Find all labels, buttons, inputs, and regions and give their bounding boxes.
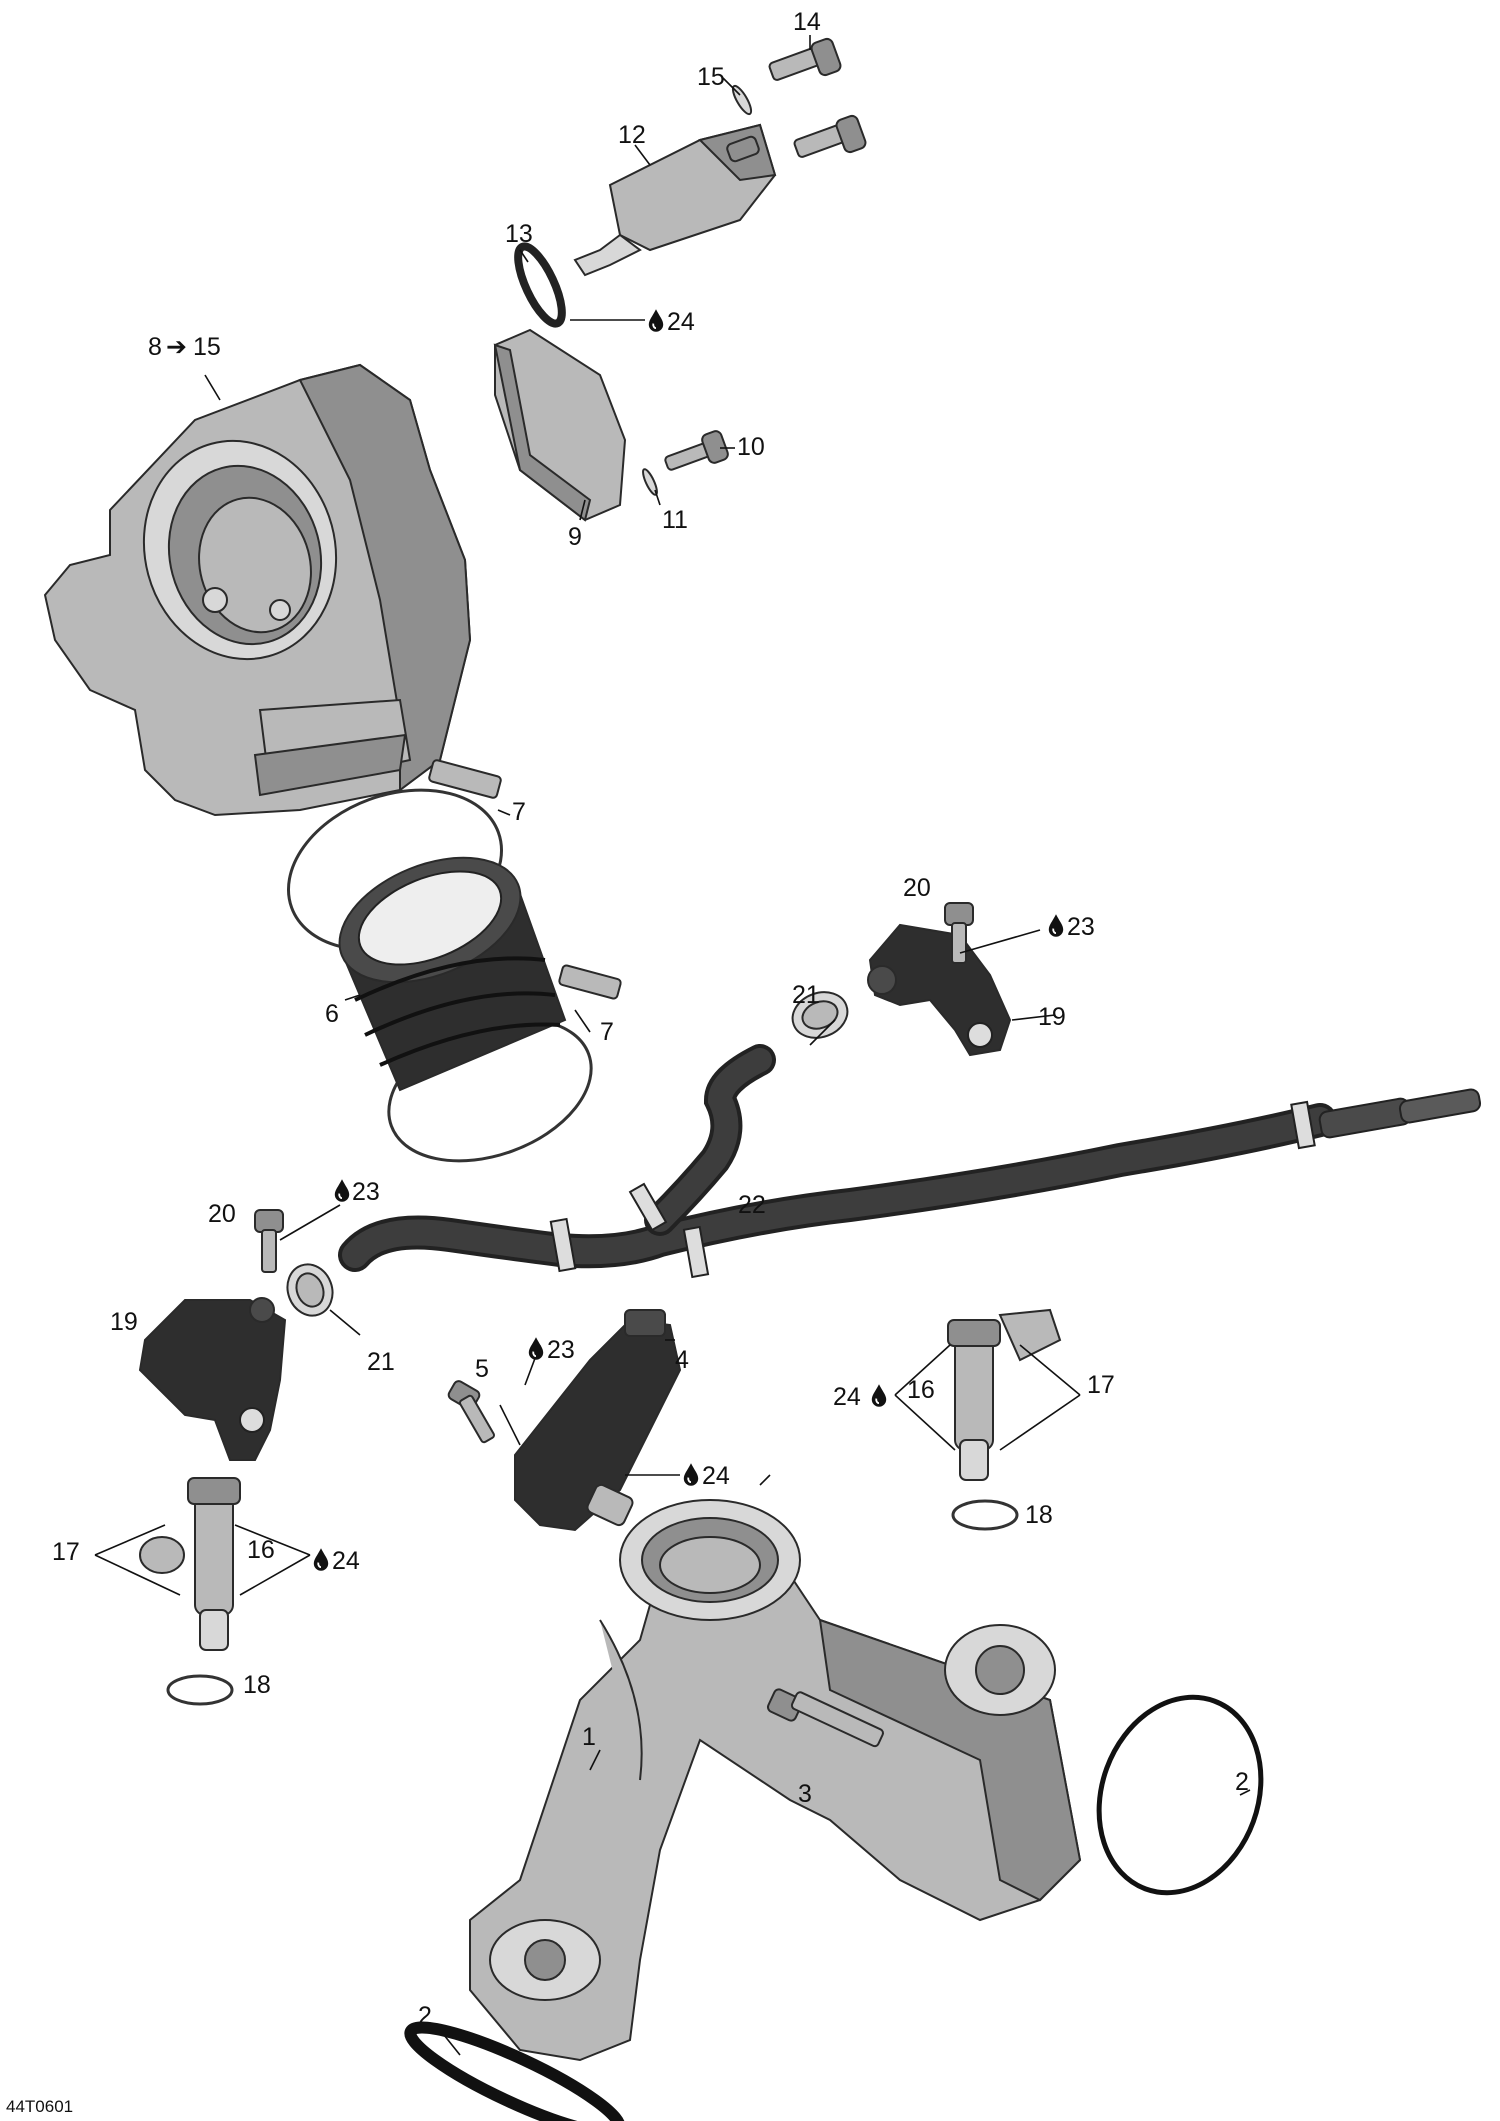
callout-3: 3 [798,1780,812,1808]
callout-1: 1 [582,1723,596,1751]
part-19-rail-holder-upper [867,923,1012,1057]
callout-20-left: 20 [208,1200,236,1228]
callout-4: 4 [675,1346,689,1374]
callout-7-lower: 7 [600,1018,614,1046]
callout-24: 24 [667,308,695,336]
lubricant-drop-icon [870,1383,888,1407]
part-4-pressure-sensor [514,1309,682,1532]
part-6-rubber-adaptor [338,856,567,1092]
callout-12: 12 [618,121,646,149]
callout-17-right: 17 [1087,1371,1115,1399]
arrow-right-icon: ➔ [166,333,187,361]
part-2-gasket-right [1096,1694,1264,1896]
callout-6: 6 [325,1000,339,1028]
callout-18-right: 18 [1025,1501,1053,1529]
callout-18-left: 18 [243,1671,271,1699]
part-18-o-ring-right [951,1499,1019,1531]
part-1-intake-manifold [469,1499,1082,2062]
callout-20-upper: 20 [903,874,931,902]
callout-22: 22 [738,1191,766,1219]
callout-23-upper: 23 [1067,913,1095,941]
part-13-o-ring [514,242,566,328]
part-14-screws [768,37,867,158]
callouts: 14 15 12 13 24 8 ➔ 15 10 9 11 7 7 6 20 2… [6,8,1249,2116]
part-21-sleeve-left [286,1263,334,1317]
callout-15: 15 [697,63,725,91]
part-22-fuel-hose [338,1044,1482,1279]
part-18-o-ring-left [166,1674,234,1706]
callout-11: 11 [662,506,688,534]
callout-8: 8 [148,333,162,361]
lubricant-drop-icon [647,308,665,332]
lubricant-drop-icon [333,1178,351,1202]
callout-24-injector-left: 24 [332,1547,360,1575]
part-16-fuel-injector-right [947,1308,1062,1481]
callout-19-upper: 19 [1038,1003,1066,1031]
callout-23-center: 23 [547,1336,575,1364]
lubricant-drop-icon [1047,913,1065,937]
part-12-idle-valve [573,123,777,277]
callout-7-upper: 7 [512,798,526,826]
callout-16-left: 16 [247,1536,275,1564]
callout-8-range-end: 15 [193,333,221,361]
callout-17-left: 17 [52,1538,80,1566]
part-3-bolt [766,1688,884,1748]
part-8-throttle-body [43,363,472,817]
callout-19-left: 19 [110,1308,138,1336]
callout-24-injector-right: 24 [833,1383,861,1411]
callout-21-upper: 21 [792,981,820,1009]
callout-10: 10 [737,433,765,461]
callout-21-left: 21 [367,1348,395,1376]
callout-5: 5 [475,1355,489,1383]
part-11-washer [642,468,658,496]
part-21-sleeve-upper [791,991,849,1039]
callout-9: 9 [568,523,582,551]
callout-24-sensor: 24 [702,1462,730,1490]
lubricant-drop-icon [312,1547,330,1571]
lubricant-drop-icon [527,1336,545,1360]
figure-code: 44T0601 [6,2097,73,2116]
part-16-fuel-injector-left [139,1477,241,1651]
callout-23-left: 23 [352,1178,380,1206]
part-5-bolt [447,1380,495,1444]
part-9-mounting-plate [493,328,627,522]
part-19-rail-holder-left [138,1297,287,1461]
callout-16-right: 16 [907,1376,935,1404]
lubricant-drop-icon [682,1462,700,1486]
callout-2-left: 2 [418,2002,432,2030]
part-20-bolt-left [254,1209,284,1273]
callout-13: 13 [505,220,533,248]
part-2-gasket-left [404,2021,626,2121]
part-10-screw [664,430,729,471]
callout-14: 14 [793,8,821,36]
callout-2-right: 2 [1235,1768,1249,1796]
